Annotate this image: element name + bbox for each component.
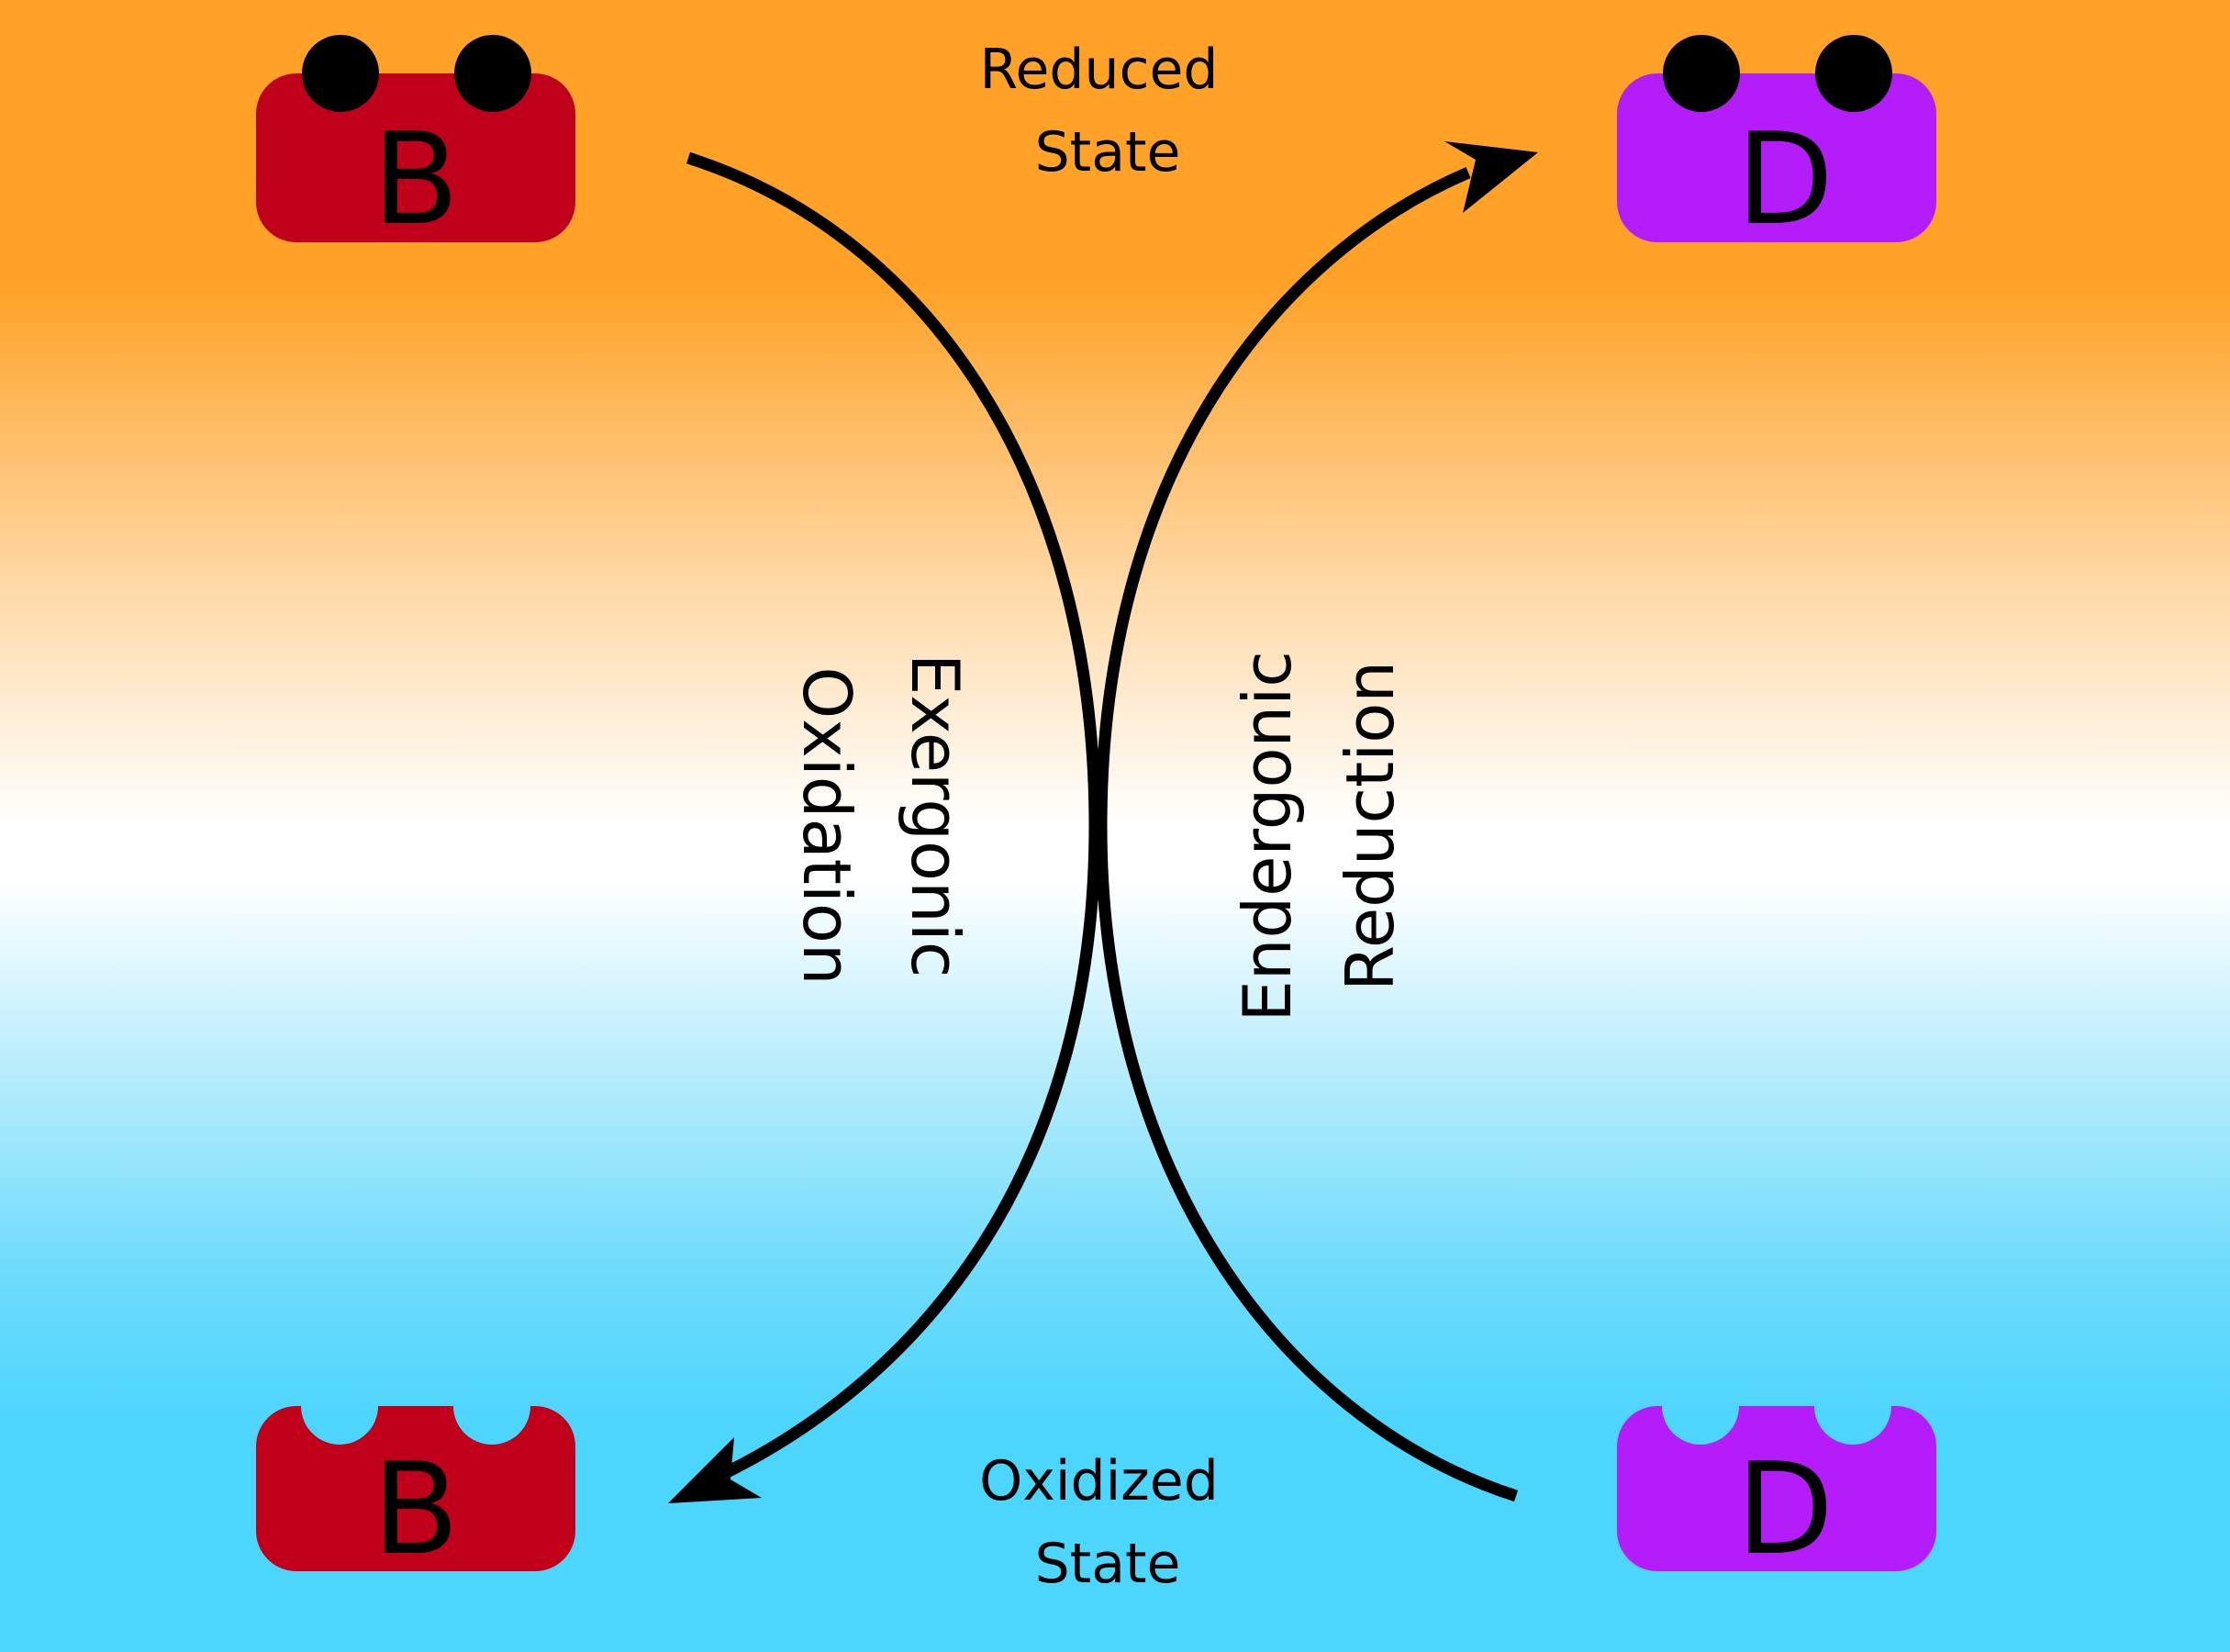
electron-icon	[302, 35, 379, 112]
molecule-d-oxidized-body	[1617, 1406, 1936, 1571]
molecule-b-reduced-body	[256, 73, 575, 242]
molecule-b-oxidized-body	[256, 1406, 575, 1571]
arrow-head-icon	[668, 1437, 762, 1503]
electron-icon	[1663, 35, 1740, 112]
reduced-state-label: Reduced State	[979, 38, 1235, 184]
molecule-d-reduced: D	[1617, 35, 1936, 253]
molecule-b-oxidized-letter: B	[373, 1435, 460, 1583]
molecule-d-reduced-body	[1617, 73, 1936, 242]
endergonic-reduction-arrow	[1095, 141, 1538, 1502]
molecule-b-reduced: B	[256, 35, 575, 253]
arrow-head-icon	[1444, 141, 1538, 213]
endergonic-arrow-curve	[1095, 167, 1519, 1502]
molecule-b-reduced-letter: B	[373, 106, 460, 253]
exergonic-arrow-curve	[686, 151, 1101, 1483]
molecule-b-oxidized: B	[256, 1406, 575, 1583]
electron-icon	[454, 35, 531, 112]
molecule-d-oxidized-letter: D	[1736, 1435, 1834, 1583]
endergonic-reduction-label: Endergonic Reduction	[1229, 630, 1409, 1021]
exergonic-oxidation-label: Exergonic Oxidation	[788, 653, 974, 999]
exergonic-oxidation-arrow	[668, 151, 1101, 1503]
molecule-d-reduced-letter: D	[1736, 106, 1834, 253]
molecule-d-oxidized: D	[1617, 1406, 1936, 1583]
oxidized-state-label: Oxidized State	[979, 1449, 1236, 1596]
electron-icon	[1815, 35, 1892, 112]
